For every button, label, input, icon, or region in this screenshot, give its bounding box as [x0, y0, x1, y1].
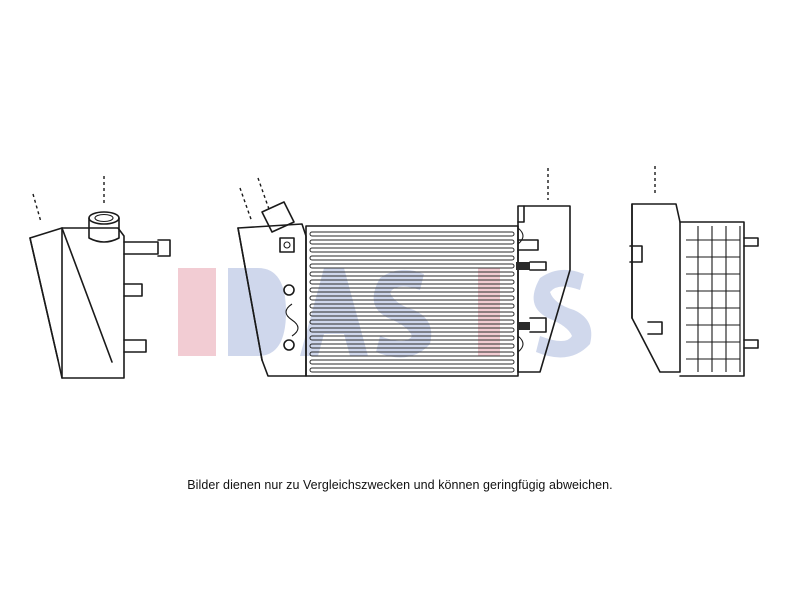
core-fin-tube	[309, 343, 515, 349]
side-core	[679, 221, 745, 377]
watermark-letter-s-2	[533, 269, 592, 358]
tank-front-edge	[29, 237, 59, 361]
right-port-2	[516, 262, 530, 270]
mount-block	[279, 237, 295, 253]
hose-clip	[285, 303, 299, 337]
mount-boss-top	[283, 284, 295, 296]
core-fin-tube	[309, 303, 515, 309]
right-end-tank	[517, 205, 571, 373]
core-fins	[309, 231, 515, 373]
inlet-pipe-bore	[94, 213, 114, 223]
side-core-grid	[686, 226, 741, 372]
core-fin-tube	[309, 351, 515, 357]
leader-line	[239, 187, 253, 223]
leader-line	[257, 177, 271, 213]
core-fin-tube	[309, 231, 515, 237]
left-tank-edge	[237, 227, 263, 361]
mount-tab-low	[123, 339, 147, 353]
side-mount-low	[743, 339, 759, 349]
side-view-right	[629, 166, 759, 377]
side-port-top	[629, 245, 643, 263]
side-mount-top	[743, 237, 759, 247]
watermark-brand-text: AKS	[213, 299, 226, 321]
mount-hole	[283, 241, 291, 249]
disclaimer-caption: Bilder dienen nur zu Vergleichszwecken u…	[187, 478, 613, 492]
right-port-3	[518, 322, 530, 330]
right-clip-1	[517, 227, 524, 245]
core-fin-tube	[309, 335, 515, 341]
mount-tab-top	[123, 241, 159, 255]
right-tank-step	[517, 205, 525, 223]
mount-tab-mid	[123, 283, 143, 297]
core-fin-tube	[309, 279, 515, 285]
side-port-low	[647, 321, 663, 335]
side-tank	[631, 203, 681, 373]
right-port-3-pipe	[529, 317, 547, 333]
core-fin-tube	[309, 263, 515, 269]
core-fin-tube	[309, 239, 515, 245]
right-port-2-pipe	[529, 261, 547, 271]
core-fin-tube	[309, 311, 515, 317]
mount-bolt-top	[157, 239, 171, 257]
core-fin-tube	[309, 287, 515, 293]
core-fin-tube	[309, 271, 515, 277]
core-fin-tube	[309, 319, 515, 325]
right-port-1	[517, 239, 539, 251]
core-fin-tube	[309, 327, 515, 333]
core-fin-tube	[309, 295, 515, 301]
watermark-letter-d	[228, 268, 286, 356]
inlet-pipe	[88, 217, 120, 243]
inlet-pipe-top	[88, 211, 120, 225]
front-view-core	[237, 168, 571, 377]
watermark-red-block	[178, 268, 216, 356]
core-fin-tube	[309, 247, 515, 253]
mount-boss-low	[283, 339, 295, 351]
leader-line	[32, 193, 42, 223]
core-fin-tube	[309, 367, 515, 373]
tank-diagonal	[61, 227, 113, 363]
core-fin-tube	[309, 255, 515, 261]
tank-body	[29, 227, 125, 379]
right-clip-2	[517, 335, 524, 353]
left-tank-inlet	[261, 201, 295, 233]
core-fin-tube	[309, 359, 515, 365]
side-view-left	[29, 176, 171, 379]
